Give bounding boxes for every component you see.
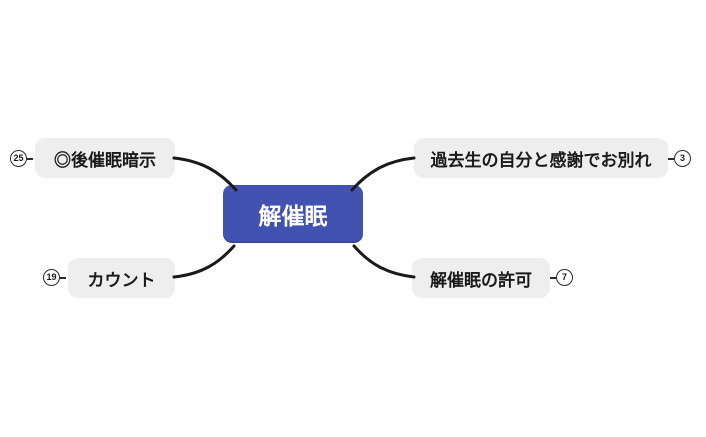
topic-label: 過去生の自分と感謝でお別れ [430,150,652,170]
topic-number-badge-3[interactable]: 3 [668,150,691,167]
central-topic-label: 解催眠 [258,203,328,229]
badge-circle: 19 [43,269,60,286]
topic-number-badge-19[interactable]: 19 [43,269,66,286]
badge-connector-dash [27,157,33,160]
badge-circle: 3 [674,150,691,167]
badge-circle: 25 [10,150,27,167]
connector-left-bottom [172,244,236,279]
topic-label: 解催眠の許可 [430,270,532,290]
topic-number-badge-7[interactable]: 7 [550,269,573,286]
central-topic-dehypnosis[interactable]: 解催眠 [223,185,363,243]
topic-number-badge-25[interactable]: 25 [10,150,33,167]
topic-label: ◎後催眠暗示 [54,150,156,170]
connector-right-top [350,156,416,192]
badge-connector-dash [60,276,66,279]
badge-connector-dash [550,276,556,279]
topic-dehypnosis-permission[interactable]: 解催眠の許可 [412,258,550,298]
badge-circle: 7 [556,269,573,286]
topic-posthypnotic-suggestion[interactable]: ◎後催眠暗示 [35,138,175,178]
badge-connector-dash [668,157,674,160]
topic-past-life-farewell[interactable]: 過去生の自分と感謝でお別れ [414,138,668,178]
connector-right-bottom [352,244,416,279]
topic-count[interactable]: カウント [68,258,175,298]
topic-label: カウント [87,270,156,290]
